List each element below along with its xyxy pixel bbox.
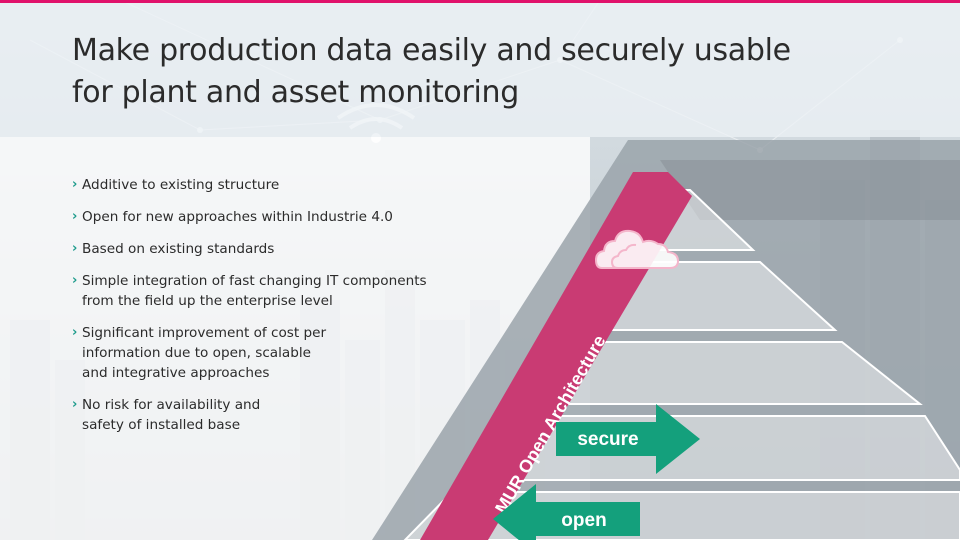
arrow-right-secure: [556, 404, 700, 474]
arrow-left-icon: [493, 484, 640, 540]
bullet-text: Based on existing standards: [82, 241, 275, 257]
chevron-right-icon: ›: [72, 325, 78, 340]
bullet-text: from the field up the enterprise level: [82, 293, 333, 309]
bullet-text: Significant improvement of cost per: [82, 325, 327, 341]
arrow-label-secure: secure: [577, 429, 638, 450]
bullet-text: Simple integration of fast changing IT c…: [82, 273, 427, 289]
bullet-item: › No risk for availability and safety of…: [72, 395, 472, 435]
bullet-text: and integrative approaches: [82, 365, 270, 381]
bullet-text: Additive to existing structure: [82, 177, 280, 193]
bullet-item: › Open for new approaches within Industr…: [72, 207, 472, 227]
pyramid-back-slab-shade: [660, 160, 960, 220]
arrow-right-icon: [556, 404, 700, 474]
title-line-2: for plant and asset monitoring: [72, 75, 520, 110]
page-title: Make production data easily and securely…: [72, 30, 832, 114]
bullet-item: › Additive to existing structure: [72, 175, 472, 195]
bullet-text: No risk for availability and: [82, 397, 261, 413]
cloud-icon: [594, 229, 680, 269]
bullet-text: safety of installed base: [82, 417, 241, 433]
top-accent-bar: [0, 0, 960, 3]
title-panel: [0, 3, 960, 137]
bullet-item: › Significant improvement of cost per in…: [72, 323, 472, 383]
title-line-1: Make production data easily and securely…: [72, 33, 791, 68]
bullet-text: Open for new approaches within Industrie…: [82, 209, 393, 225]
chevron-right-icon: ›: [72, 241, 78, 256]
chevron-right-icon: ›: [72, 177, 78, 192]
bullet-list: › Additive to existing structure › Open …: [72, 175, 472, 447]
chevron-right-icon: ›: [72, 397, 78, 412]
bullet-text: information due to open, scalable: [82, 345, 312, 361]
chevron-right-icon: ›: [72, 273, 78, 288]
bullet-item: › Based on existing standards: [72, 239, 472, 259]
bullet-item: › Simple integration of fast changing IT…: [72, 271, 472, 311]
chevron-right-icon: ›: [72, 209, 78, 224]
arrow-label-open: open: [561, 510, 606, 531]
arrow-left-open: [493, 484, 640, 540]
